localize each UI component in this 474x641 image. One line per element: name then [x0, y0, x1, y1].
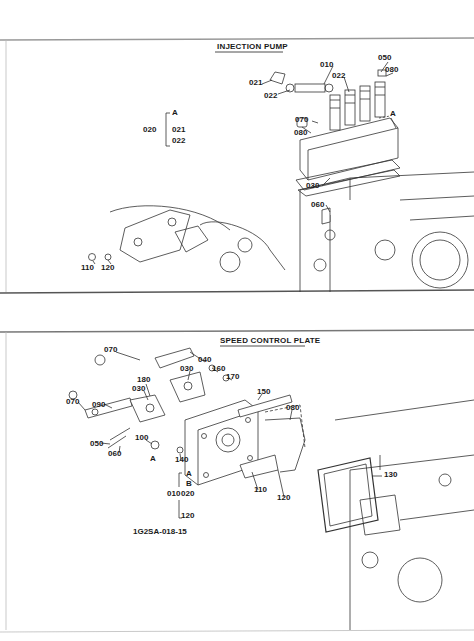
callout-number: 060 — [108, 450, 121, 458]
callout-number: 021 — [172, 126, 185, 134]
callout-number: 110 — [81, 264, 94, 272]
callout-number: 022 — [332, 72, 345, 80]
callout-number: 030 — [132, 385, 145, 393]
callout-number: 070 — [295, 116, 308, 124]
callout-number: 080 — [294, 129, 307, 137]
callout-number: 120 — [277, 494, 290, 502]
callout-number: 030 — [306, 182, 319, 190]
callout-number: 080 — [286, 404, 299, 412]
callout-number: A — [390, 110, 396, 118]
callout-number: 010 — [320, 61, 333, 69]
callout-number: 180 — [137, 376, 150, 384]
callout-number: 050 — [90, 440, 103, 448]
callout-number: 140 — [175, 456, 188, 464]
section-title: SPEED CONTROL PLATE — [220, 337, 320, 345]
callout-number: 160 — [212, 365, 225, 373]
callout-number: A — [150, 455, 156, 463]
callout-number: 170 — [226, 373, 239, 381]
callout-number: 120 — [101, 264, 114, 272]
callout-number: 010 — [167, 490, 180, 498]
section-title: INJECTION PUMP — [217, 43, 288, 51]
callout-number: 070 — [104, 346, 117, 354]
callout-number: 020 — [181, 490, 194, 498]
callout-number: 150 — [257, 388, 270, 396]
callout-number: 1G2SA-018-15 — [133, 528, 187, 536]
callout-number: 022 — [264, 92, 277, 100]
callout-number: 110 — [254, 486, 267, 494]
callout-number: 021 — [249, 79, 262, 87]
callout-number: A — [186, 470, 192, 478]
callout-number: A — [172, 109, 178, 117]
callout-number: B — [186, 480, 192, 488]
callout-number: 130 — [384, 471, 397, 479]
callout-number: 060 — [311, 201, 324, 209]
callout-number: 090 — [92, 401, 105, 409]
callout-number: 120 — [181, 512, 194, 520]
callout-number: 050 — [378, 54, 391, 62]
callout-number: 030 — [180, 365, 193, 373]
callout-number: 080 — [385, 66, 398, 74]
callout-number: 040 — [198, 356, 211, 364]
callout-number: 100 — [135, 434, 148, 442]
callout-number: 020 — [143, 126, 156, 134]
callout-number: 022 — [172, 137, 185, 145]
callout-number: 070 — [66, 398, 79, 406]
